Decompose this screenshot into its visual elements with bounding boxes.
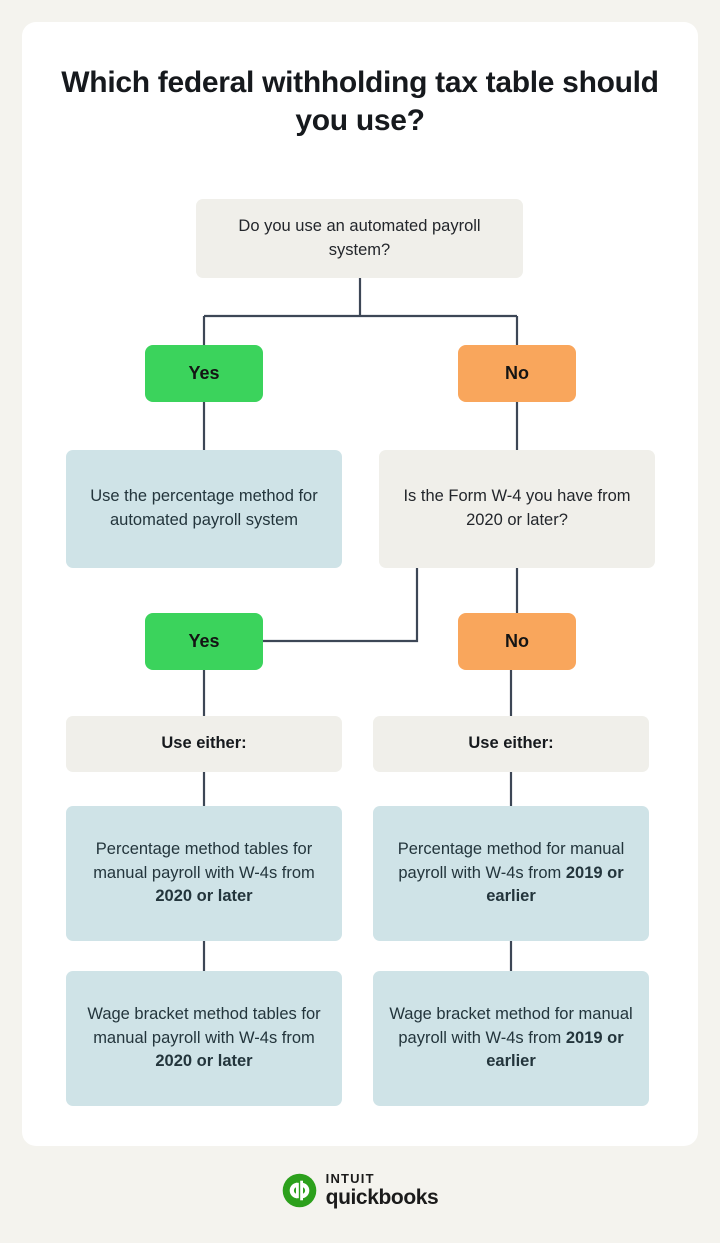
- node-r-auto-text: Use the percentage method for automated …: [90, 487, 318, 529]
- node-res-r1-regular: Percentage method for manual payroll wit…: [397, 839, 625, 882]
- node-result-wage-bracket-2019[interactable]: Wage bracket method for manual payroll w…: [373, 971, 649, 1106]
- node-q1-text: Do you use an automated payroll system?: [238, 216, 481, 259]
- node-res-l1-text: Percentage method tables for manual payr…: [76, 838, 332, 910]
- node-result-percentage-tables-2020[interactable]: Percentage method tables for manual payr…: [66, 806, 342, 941]
- node-res-l2-text: Wage bracket method tables for manual pa…: [76, 1003, 332, 1075]
- node-res-r2-regular: Wage bracket method for manual payroll w…: [389, 1004, 633, 1047]
- node-a2-yes-text: Yes: [188, 631, 220, 651]
- brand-footer: INTUIT quickbooks: [0, 1172, 720, 1208]
- node-a1-yes-text: Yes: [188, 363, 220, 383]
- node-result-wage-bracket-tables-2020[interactable]: Wage bracket method tables for manual pa…: [66, 971, 342, 1106]
- quickbooks-logo-icon: [282, 1173, 316, 1207]
- node-answer-no-2[interactable]: No: [458, 613, 576, 670]
- node-res-l2-bold: 2020 or later: [155, 1052, 253, 1071]
- node-res-r1-bold: 2019 or earlier: [486, 863, 624, 906]
- node-res-r1-text: Percentage method for manual payroll wit…: [383, 838, 639, 910]
- node-answer-yes-1[interactable]: Yes: [145, 345, 263, 402]
- brand-wordmark: INTUIT quickbooks: [326, 1172, 439, 1208]
- node-res-l1-bold: 2020 or later: [155, 887, 253, 906]
- node-a2-no-text: No: [505, 631, 529, 651]
- node-q2-text: Is the Form W-4 you have from 2020 or la…: [403, 487, 631, 529]
- node-a1-no-text: No: [505, 363, 529, 383]
- node-res-l2-regular: Wage bracket method tables for manual pa…: [87, 1004, 321, 1047]
- node-res-l1-regular: Percentage method tables for manual payr…: [93, 839, 315, 882]
- node-use-either-left[interactable]: Use either:: [66, 716, 342, 772]
- node-result-automated-percentage[interactable]: Use the percentage method for automated …: [66, 450, 342, 568]
- node-ue-right-text: Use either:: [468, 734, 554, 753]
- node-res-r2-text: Wage bracket method for manual payroll w…: [383, 1003, 639, 1075]
- node-question-form-w4-year[interactable]: Is the Form W-4 you have from 2020 or la…: [379, 450, 655, 568]
- brand-intuit-text: INTUIT: [325, 1171, 375, 1186]
- node-question-automated-payroll[interactable]: Do you use an automated payroll system?: [196, 199, 523, 278]
- node-answer-yes-2[interactable]: Yes: [145, 613, 263, 670]
- node-answer-no-1[interactable]: No: [458, 345, 576, 402]
- node-ue-left-text: Use either:: [161, 734, 247, 753]
- node-res-r2-bold: 2019 or earlier: [486, 1028, 624, 1071]
- page-title: Which federal withholding tax table shou…: [61, 66, 659, 138]
- node-use-either-right[interactable]: Use either:: [373, 716, 649, 772]
- brand-quickbooks-text: quickbooks: [325, 1186, 439, 1209]
- node-result-percentage-2019[interactable]: Percentage method for manual payroll wit…: [373, 806, 649, 941]
